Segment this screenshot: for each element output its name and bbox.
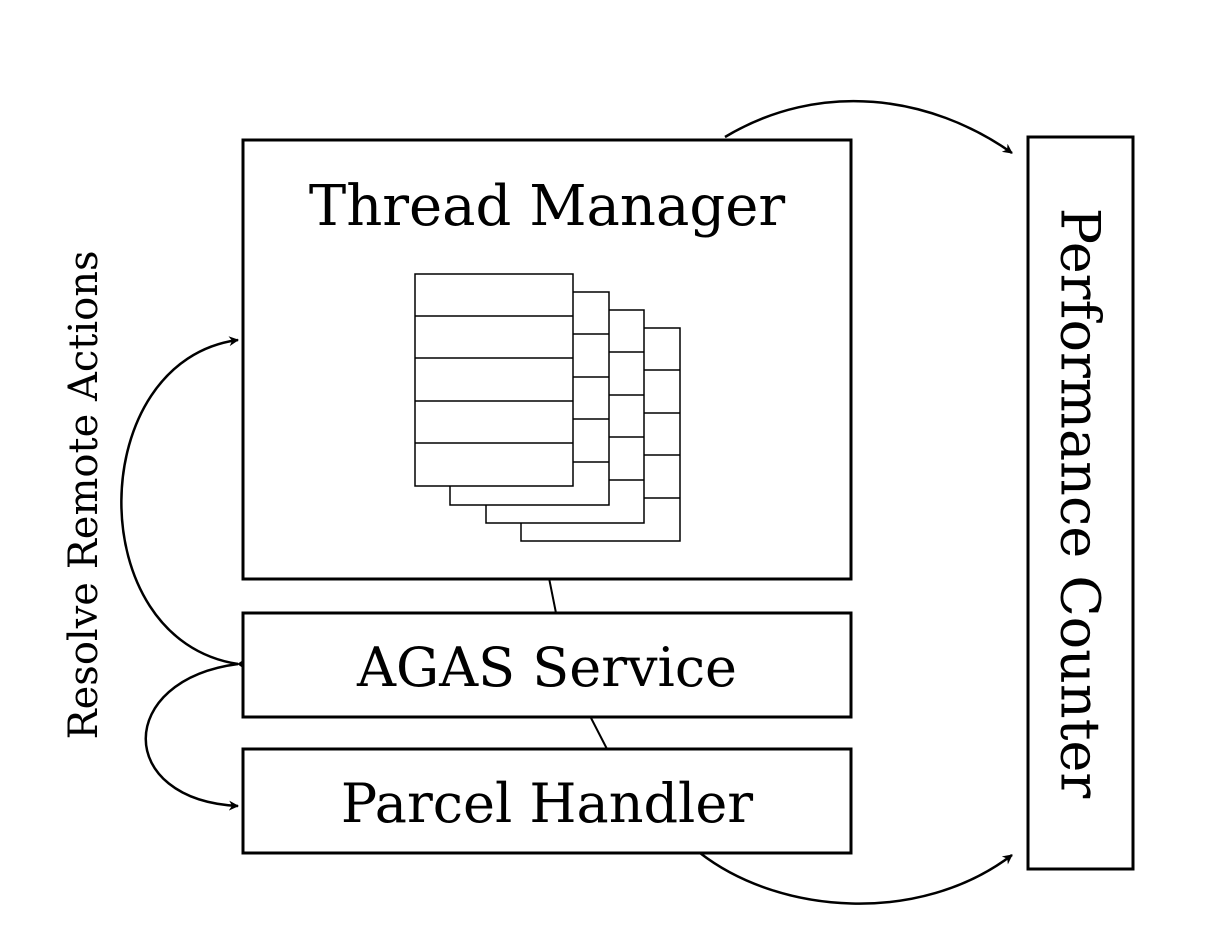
agas-service-label: AGAS Service xyxy=(356,636,737,699)
arrow-thread-to-counter xyxy=(724,99,1013,155)
resolve-remote-actions-label: Resolve Remote Actions xyxy=(61,251,107,740)
performance-counter-box xyxy=(1026,135,1135,871)
connector-thread-agas xyxy=(548,577,557,614)
arrow-agas-thread-bidirectional xyxy=(120,336,248,671)
thread-queue-icon xyxy=(414,273,681,542)
performance-counter-label: Performance Counter xyxy=(1049,208,1112,799)
arrow-parcel-to-counter xyxy=(699,852,1013,905)
parcel-handler-label: Parcel Handler xyxy=(341,772,753,835)
connector-agas-parcel xyxy=(589,715,608,750)
agas-service-box xyxy=(241,611,853,719)
arrow-agas-parcel-bidirectional xyxy=(144,657,248,811)
parcel-handler-box xyxy=(241,747,853,855)
thread-manager-label: Thread Manager xyxy=(309,174,786,239)
